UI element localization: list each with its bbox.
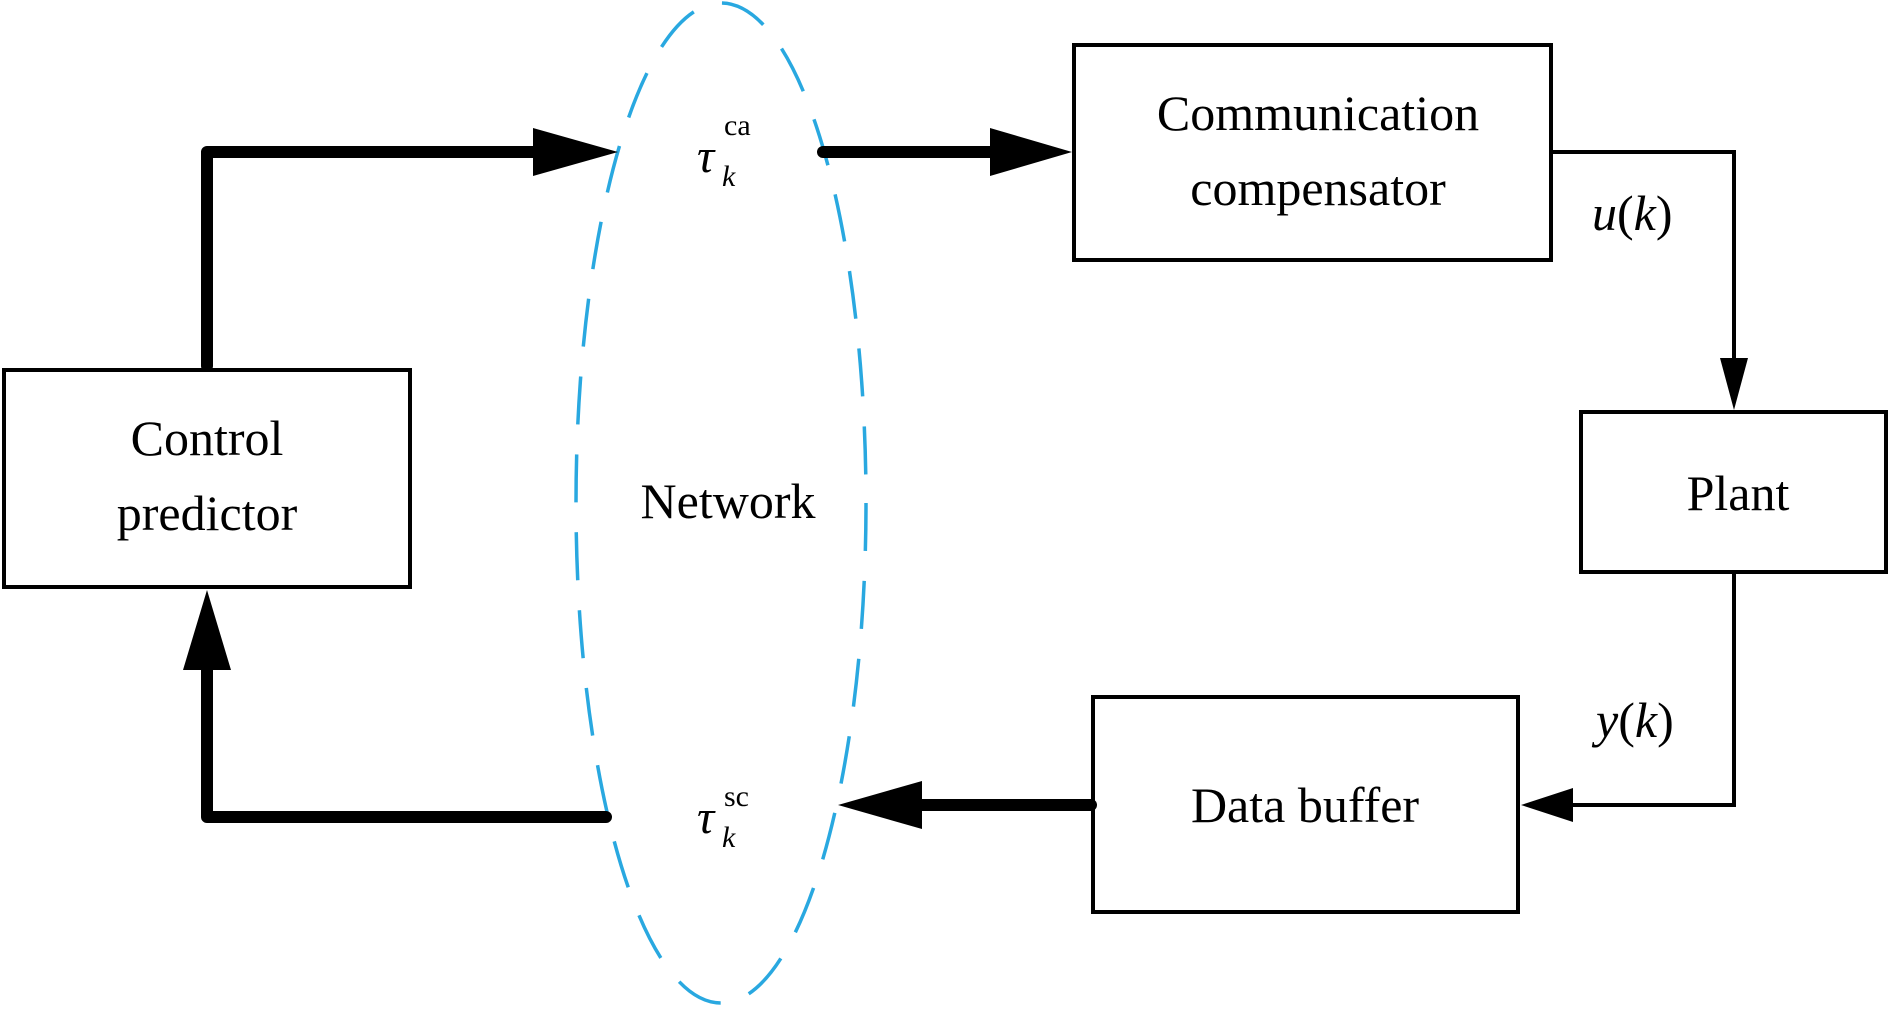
- arrowhead-left: [838, 781, 922, 829]
- control-predictor-label-line2: predictor: [117, 485, 298, 541]
- y-symbol: y: [1591, 692, 1619, 748]
- plant-block: Plant: [1579, 410, 1888, 574]
- delay-tau-ca: τ k ca: [697, 109, 751, 193]
- delay-tau-sc: τ k sc: [697, 780, 749, 854]
- arrow-predictor-to-network: [201, 128, 618, 372]
- tau-sc-superscript: sc: [724, 780, 749, 813]
- tau-ca-superscript: ca: [724, 109, 751, 142]
- data-buffer-label: Data buffer: [1191, 777, 1419, 833]
- arrow-network-to-compensator: [817, 128, 1072, 176]
- arrowhead-right: [990, 128, 1072, 176]
- u-symbol: u: [1592, 185, 1617, 241]
- control-predictor-block: Control predictor: [2, 368, 412, 589]
- y-close-paren: ): [1657, 692, 1674, 748]
- arrowhead-right: [533, 128, 618, 176]
- arrow-compensator-to-plant: [1553, 150, 1748, 410]
- communication-compensator-block: Communication compensator: [1072, 43, 1553, 262]
- arrowhead-up: [183, 590, 231, 670]
- u-open-paren: (: [1617, 185, 1634, 241]
- tau-ca-subscript: k: [722, 160, 736, 193]
- arrowhead-left: [1521, 788, 1573, 822]
- y-open-paren: (: [1618, 692, 1635, 748]
- tau-ca-symbol: τ: [697, 130, 716, 183]
- u-close-paren: ): [1656, 185, 1673, 241]
- arrow-network-to-predictor: [183, 590, 612, 823]
- svg-text:u(k): u(k): [1592, 185, 1673, 241]
- arrowhead-down: [1720, 358, 1748, 410]
- data-buffer-block: Data buffer: [1091, 695, 1520, 914]
- tau-sc-symbol: τ: [697, 791, 716, 844]
- network-label: Network: [641, 473, 816, 529]
- y-argument: k: [1635, 692, 1658, 748]
- arrow-buffer-to-network: [838, 781, 1097, 829]
- communication-compensator-label-line1: Communication: [1157, 85, 1479, 141]
- network-ellipse: [574, 1, 868, 1005]
- plant-label: Plant: [1687, 465, 1790, 521]
- svg-text:y(k): y(k): [1591, 692, 1674, 748]
- control-predictor-label-line1: Control: [131, 410, 284, 466]
- communication-compensator-label-line2: compensator: [1190, 160, 1446, 216]
- tau-sc-subscript: k: [722, 821, 736, 854]
- signal-y-label: y(k): [1591, 692, 1674, 748]
- arrow-plant-to-buffer: [1521, 574, 1736, 822]
- u-argument: k: [1634, 185, 1657, 241]
- signal-u-label: u(k): [1592, 185, 1673, 241]
